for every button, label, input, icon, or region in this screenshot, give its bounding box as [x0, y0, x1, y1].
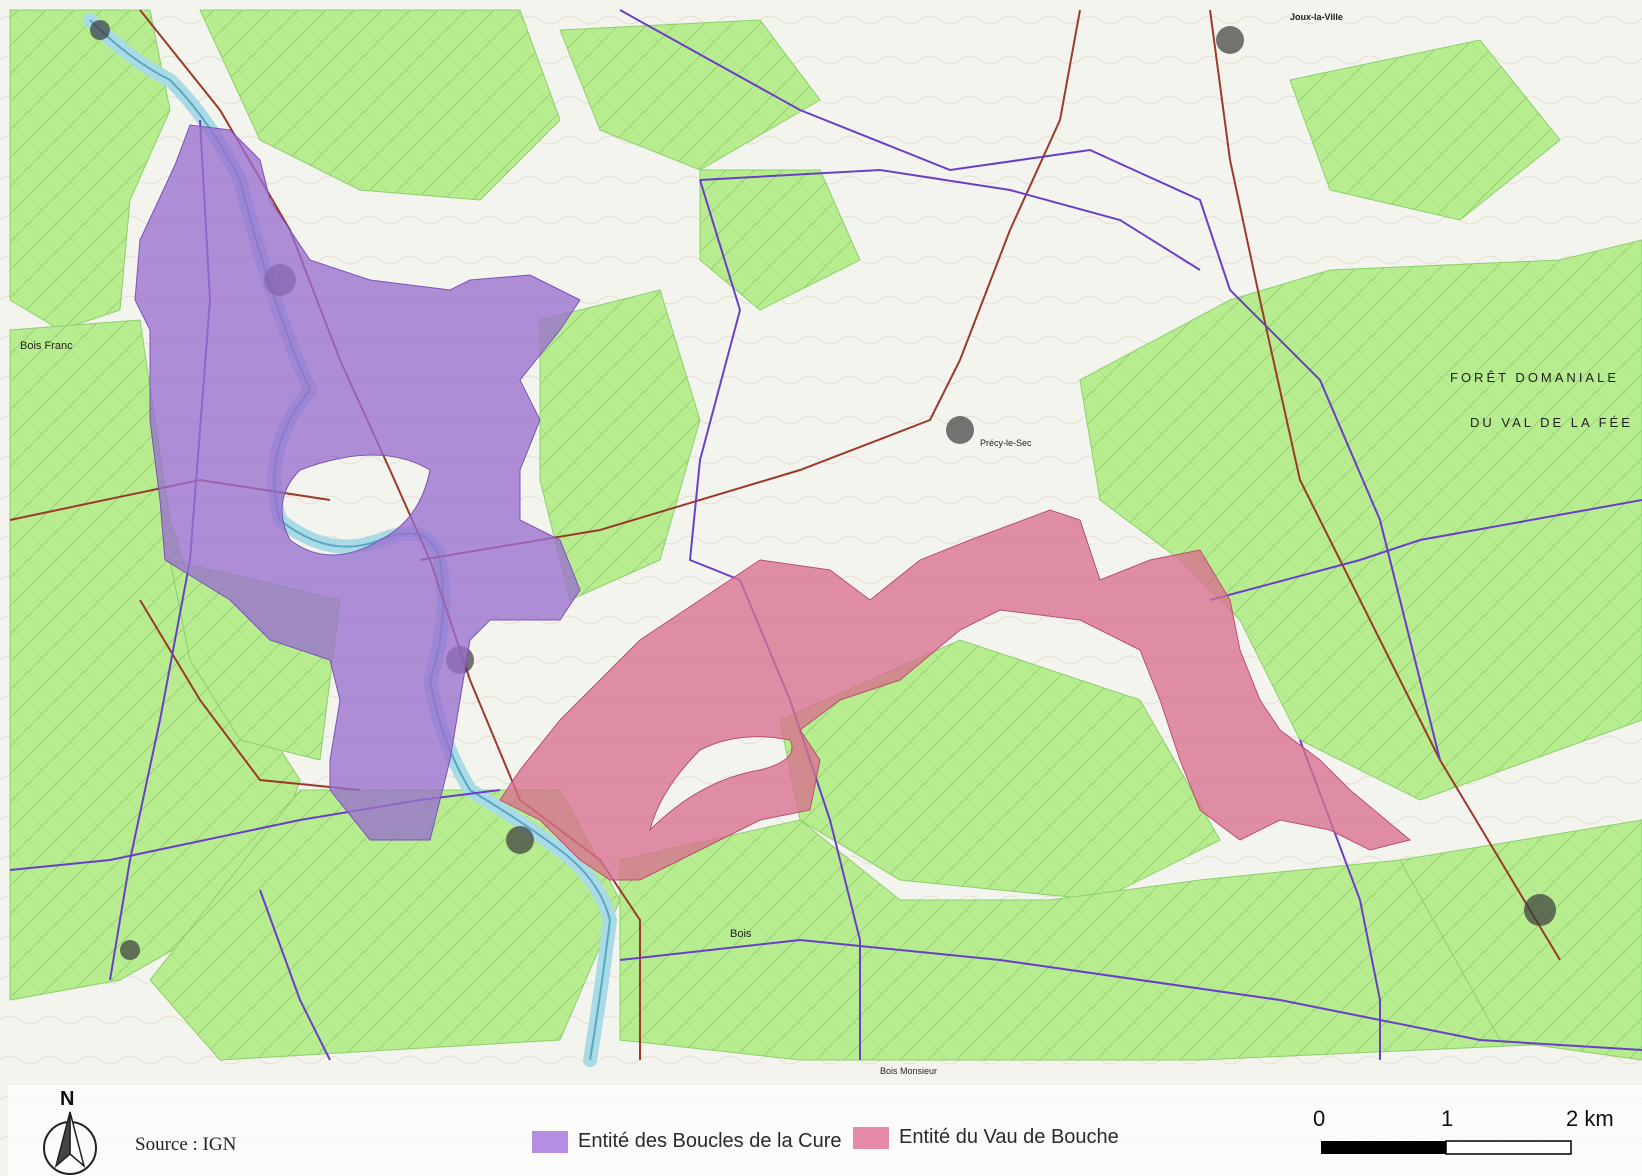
scale-label-1: 1 — [1441, 1106, 1454, 1131]
area-boucles-de-la-cure[interactable] — [134, 124, 581, 841]
place-joux-la-ville: Joux-la-Ville — [1290, 12, 1343, 22]
place-bois: Bois — [730, 928, 752, 940]
legend-item-vau: Entité du Vau de Bouche — [853, 1126, 1119, 1149]
place-val-de-la-fee: DU VAL DE LA FÉE — [1470, 415, 1633, 430]
place-precy-le-sec: Précy-le-Sec — [980, 438, 1032, 448]
place-foret-domaniale: FORÊT DOMANIALE — [1450, 370, 1620, 385]
scale-label-0: 0 — [1313, 1106, 1326, 1131]
legend-swatch-boucles — [532, 1130, 568, 1153]
legend-label-boucles: Entité des Boucles de la Cure — [578, 1130, 842, 1152]
place-bois-monsieur: Bois Monsieur — [880, 1066, 938, 1076]
scale-bar — [1321, 1140, 1572, 1155]
north-label: N — [60, 1088, 75, 1110]
source-label: Source : IGN — [135, 1134, 237, 1155]
legend-label-vau: Entité du Vau de Bouche — [899, 1126, 1119, 1148]
legend-swatch-vau — [853, 1126, 889, 1149]
legend-item-boucles: Entité des Boucles de la Cure — [532, 1130, 842, 1153]
scale-label-2km: 2 km — [1566, 1106, 1614, 1131]
legend-band — [8, 1085, 1642, 1176]
area-vau-de-bouche[interactable] — [499, 509, 1412, 881]
place-bois-franc: Bois Franc — [20, 340, 73, 352]
forest-areas — [9, 9, 1642, 1061]
north-arrow-icon — [43, 1111, 97, 1175]
